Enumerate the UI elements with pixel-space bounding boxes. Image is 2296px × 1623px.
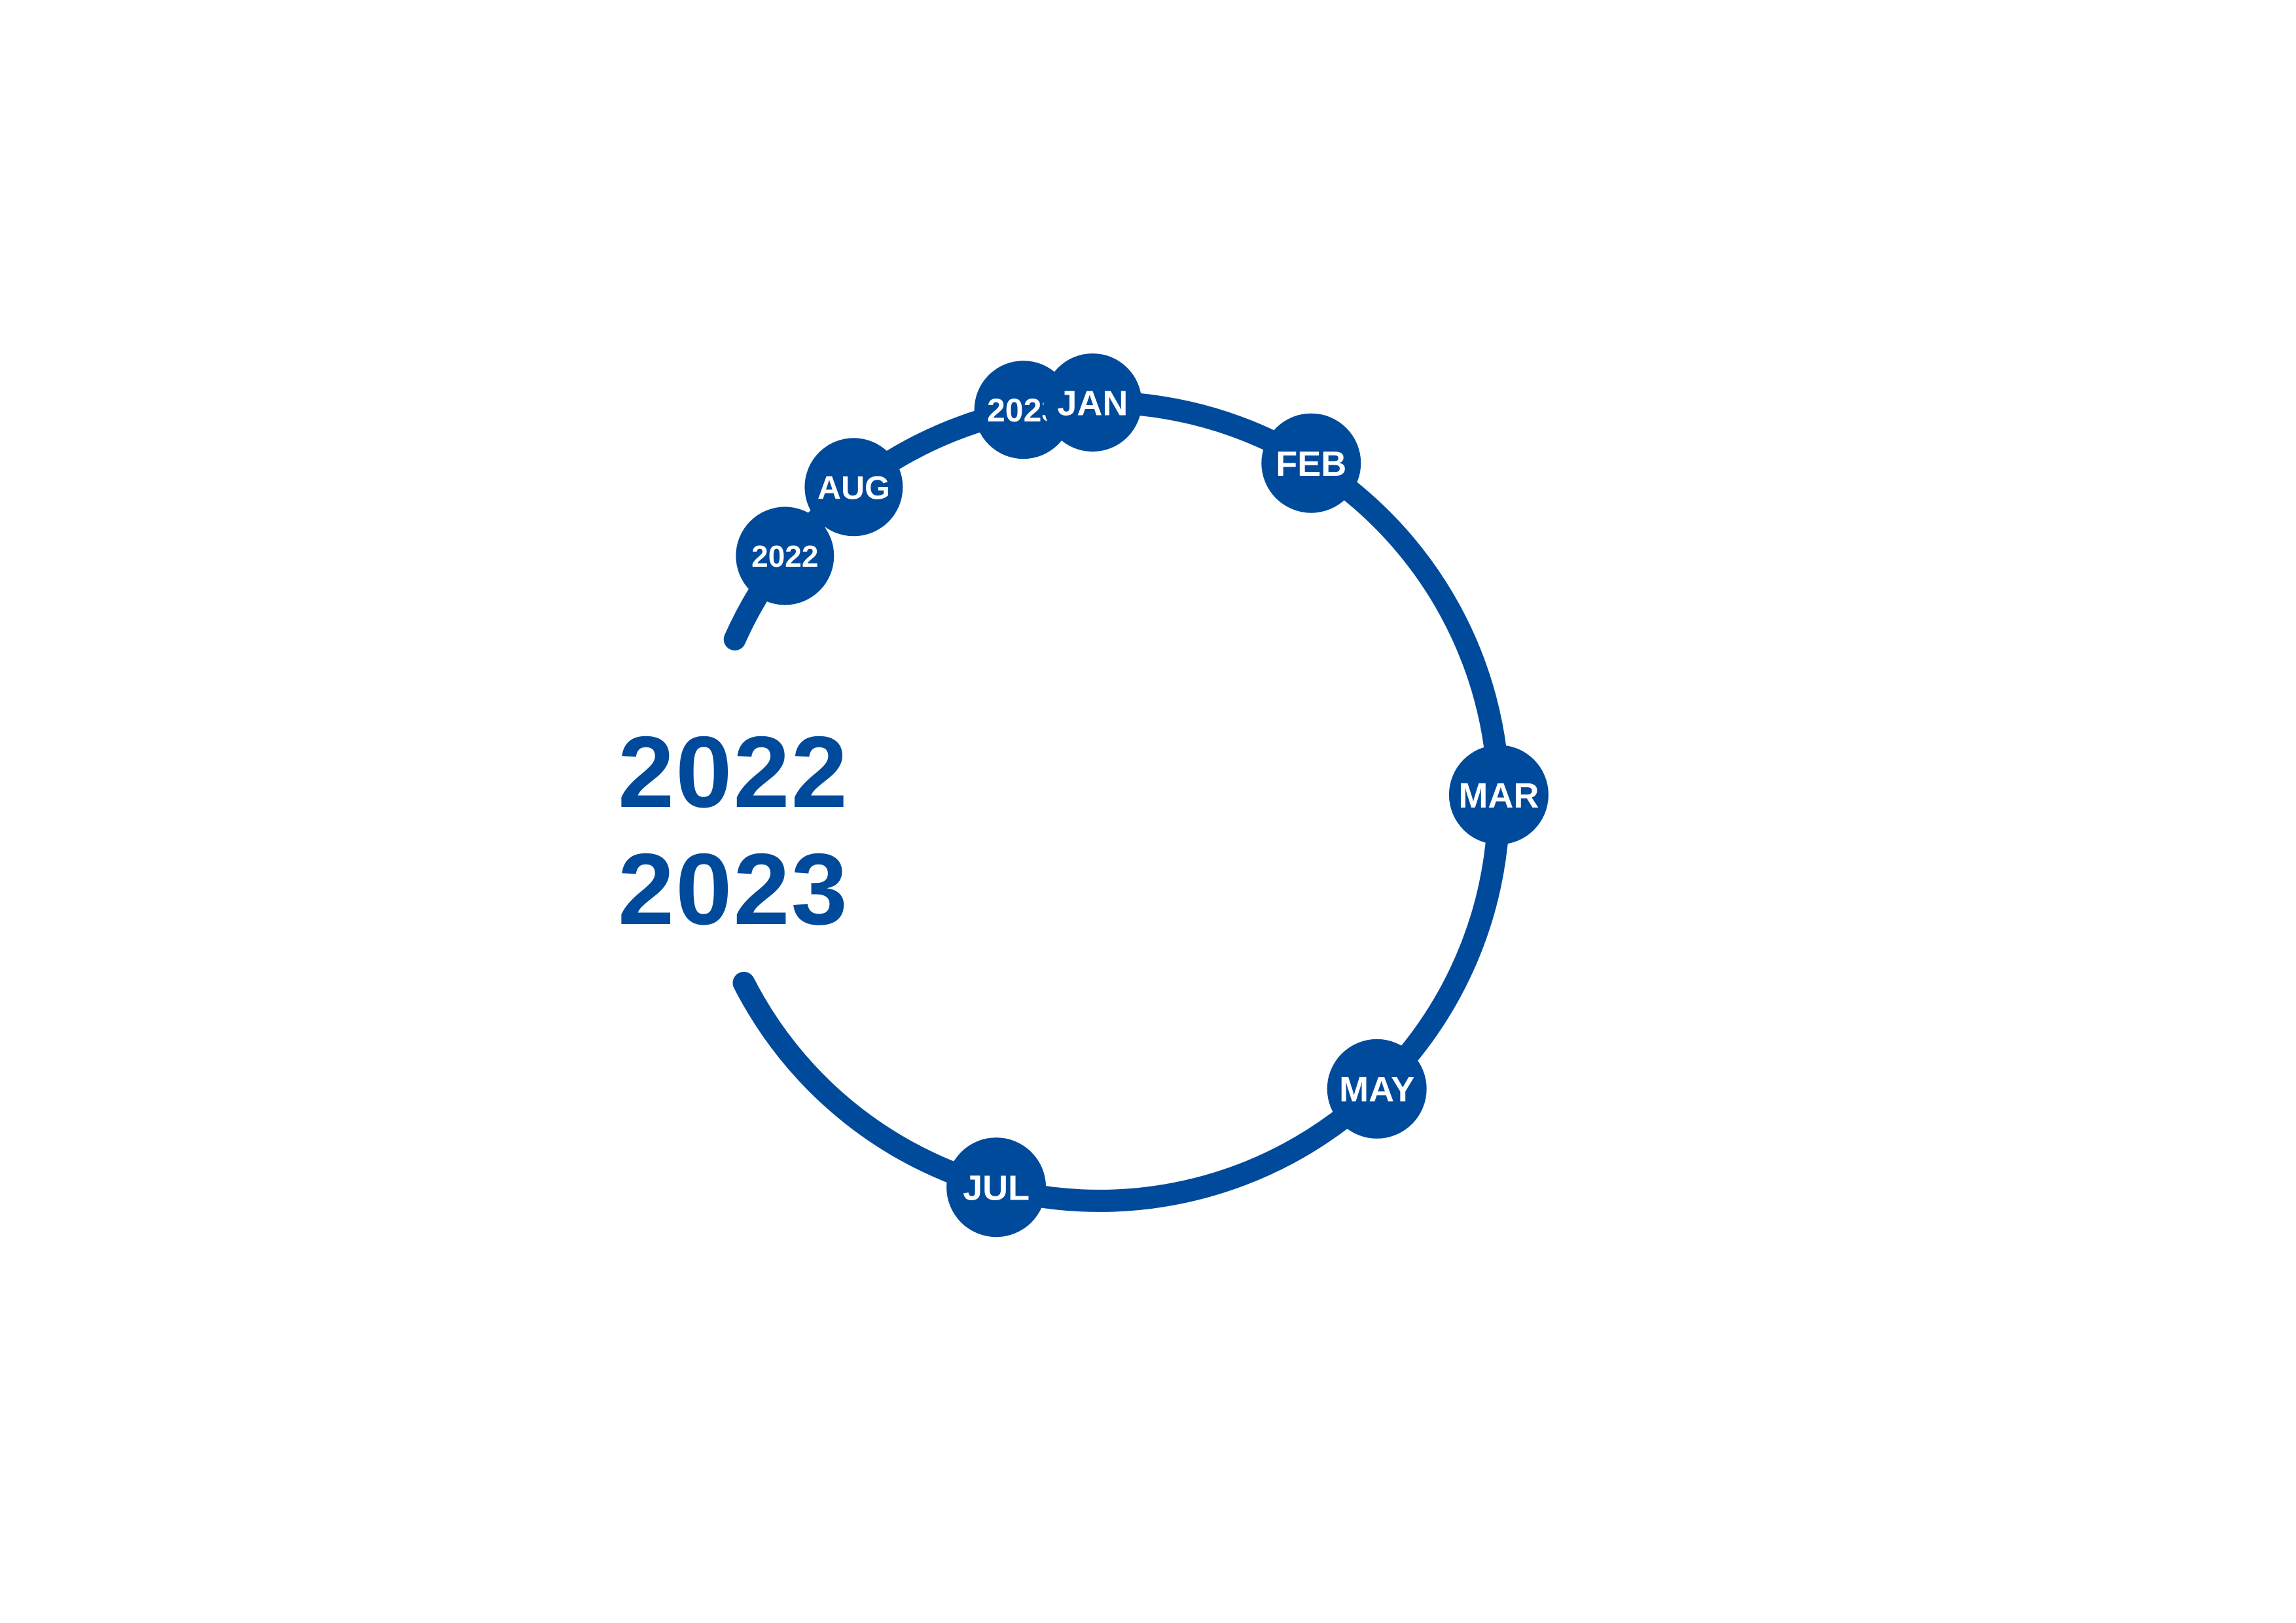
marker-dot-mar xyxy=(1448,745,1549,845)
marker-dot-may xyxy=(1327,1039,1427,1139)
marker-dot-jan xyxy=(1043,353,1142,452)
marker-label-2022: 2022 xyxy=(751,539,818,573)
year-heading-start: 2022 xyxy=(618,715,849,829)
marker-label-feb: FEB xyxy=(1276,444,1346,484)
marker-label-aug: AUG xyxy=(817,469,890,506)
marker-dot-feb xyxy=(1261,413,1361,513)
marker-label-jan: JAN xyxy=(1057,384,1128,423)
timeline-marker-jul: JUL xyxy=(946,1137,1047,1238)
marker-dot-jul xyxy=(946,1137,1047,1238)
marker-label-may: MAY xyxy=(1339,1070,1414,1109)
timeline-marker-aug: AUG xyxy=(804,438,903,537)
marker-label-mar: MAR xyxy=(1458,776,1539,815)
timeline-marker-mar: MAR xyxy=(1448,745,1549,845)
timeline-marker-feb: FEB xyxy=(1261,413,1361,513)
year-heading-end: 2023 xyxy=(618,832,849,946)
marker-label-jul: JUL xyxy=(963,1169,1030,1208)
marker-dot-aug xyxy=(804,438,903,537)
timeline-marker-jan: JAN xyxy=(1043,353,1142,452)
marker-dot-2022 xyxy=(736,507,834,605)
timeline-marker-2022: 2022 xyxy=(736,507,834,605)
timeline-marker-may: MAY xyxy=(1327,1039,1427,1139)
